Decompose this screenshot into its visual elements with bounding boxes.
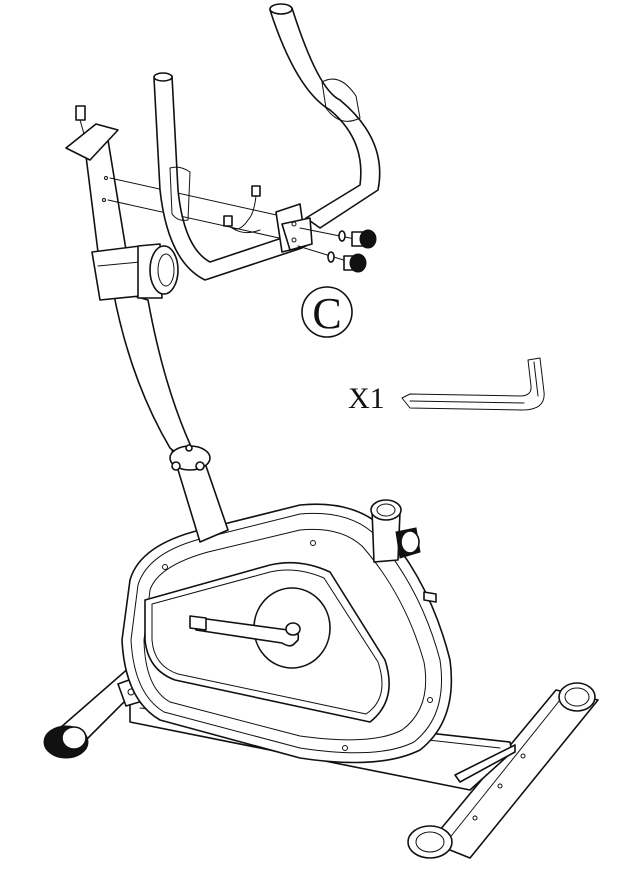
step-badge: C	[301, 286, 353, 338]
seat-post-upright	[65, 105, 229, 543]
step-label: C	[312, 289, 341, 338]
washer	[327, 251, 335, 263]
tool-quantity-label: X1	[348, 382, 385, 415]
sensor-wire	[223, 185, 261, 234]
allen-key-icon: X1	[348, 357, 545, 415]
rear-stabilizer	[407, 682, 599, 859]
bolt	[359, 229, 377, 249]
washer	[338, 230, 346, 242]
alignment-guides	[107, 177, 291, 241]
bolt	[349, 253, 367, 273]
handlebar	[153, 3, 381, 281]
tension-knob	[370, 499, 437, 603]
crank-arm	[189, 615, 301, 647]
bolts	[297, 227, 377, 273]
